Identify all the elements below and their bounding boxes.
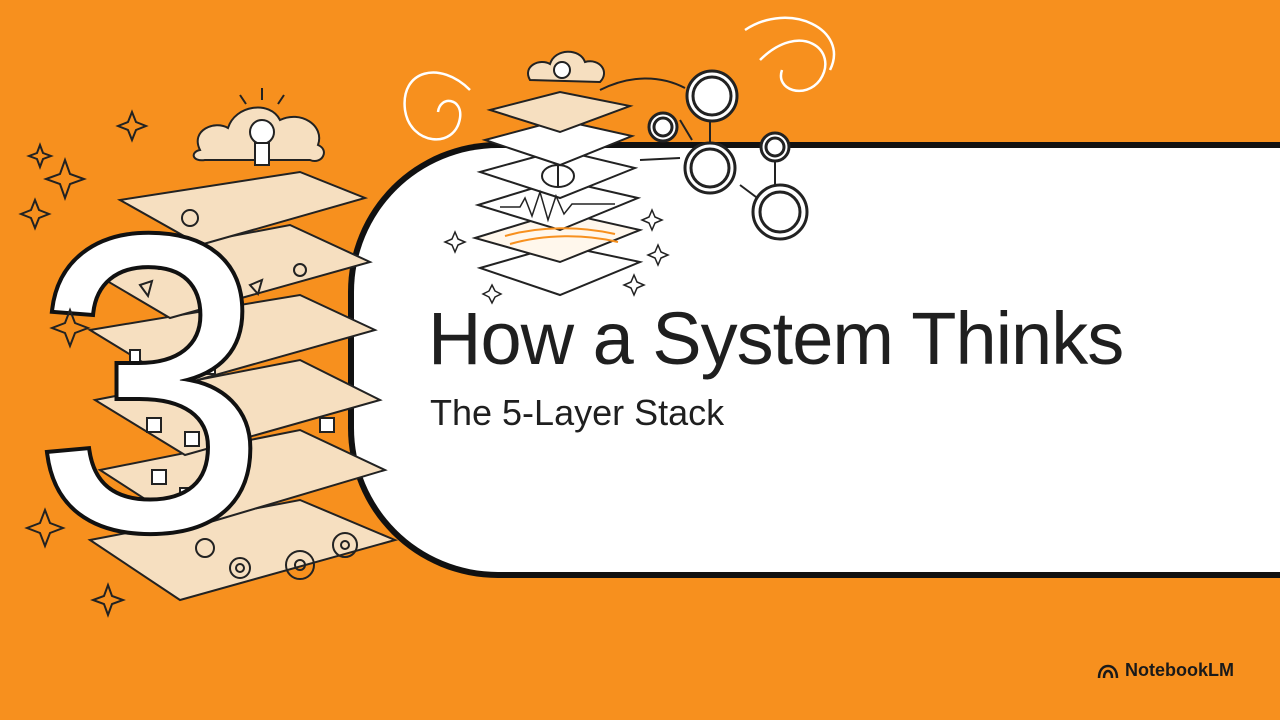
shape-icons bbox=[138, 209, 307, 301]
brain-icon bbox=[541, 164, 575, 188]
slide-number: 3 bbox=[33, 149, 267, 618]
center-layer-lines bbox=[504, 227, 619, 245]
center-layer-1 bbox=[481, 118, 636, 167]
graph-nodes bbox=[647, 69, 809, 241]
stack-layer-top bbox=[116, 170, 369, 247]
stack-layer-3 bbox=[92, 358, 383, 457]
lightbulb-cloud-icon bbox=[192, 88, 325, 166]
small-lightbulb-cloud-icon bbox=[527, 50, 605, 84]
notebooklm-brand: NotebookLM bbox=[1097, 660, 1234, 681]
notebooklm-logo-icon bbox=[1097, 664, 1119, 678]
stack-layer-4 bbox=[97, 428, 388, 530]
waveform-icon bbox=[500, 189, 615, 223]
sparkle-icons bbox=[18, 109, 149, 618]
white-content-card bbox=[348, 142, 1280, 578]
gear-icons bbox=[195, 532, 358, 580]
cube-icons bbox=[129, 349, 335, 503]
center-layer-stack bbox=[471, 90, 644, 297]
brand-label: NotebookLM bbox=[1125, 660, 1234, 680]
left-layer-stack bbox=[77, 170, 399, 602]
center-layer-top bbox=[486, 90, 634, 134]
slide-subtitle: The 5-Layer Stack bbox=[430, 392, 725, 433]
center-sparkle-icons bbox=[443, 208, 670, 305]
slide-title: How a System Thinks bbox=[428, 297, 1124, 380]
swirl-decorations bbox=[403, 16, 836, 141]
stack-layer-2 bbox=[87, 293, 378, 387]
